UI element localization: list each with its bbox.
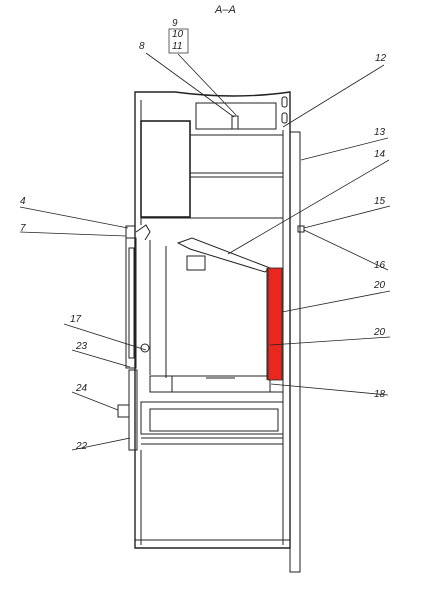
callout-23: 23 bbox=[75, 341, 88, 352]
highlighted-refractory-brick bbox=[267, 267, 283, 381]
leader-23 bbox=[71, 349, 131, 368]
callout-15: 15 bbox=[374, 196, 386, 207]
leader-11 bbox=[177, 53, 237, 116]
leader-18 bbox=[270, 383, 389, 396]
leader-22 bbox=[71, 437, 131, 451]
callout-4: 4 bbox=[20, 196, 26, 207]
section-title: A–A bbox=[214, 4, 236, 16]
callout-18: 18 bbox=[374, 389, 386, 400]
leader-20-upper bbox=[281, 290, 391, 313]
callout-11: 11 bbox=[172, 41, 182, 52]
callout-12: 12 bbox=[375, 53, 387, 64]
callout-22: 22 bbox=[75, 441, 88, 452]
side-panel bbox=[289, 131, 301, 573]
door-glass bbox=[128, 247, 135, 359]
leader-13 bbox=[300, 137, 389, 161]
leader-12 bbox=[282, 64, 385, 128]
callout-20-upper: 20 bbox=[373, 280, 386, 291]
upper-panel bbox=[140, 120, 191, 218]
callout-8: 8 bbox=[139, 41, 145, 52]
callout-17: 17 bbox=[70, 314, 82, 325]
mounting-screw bbox=[297, 225, 305, 233]
air-valve bbox=[140, 343, 150, 353]
callout-9: 9 bbox=[172, 18, 178, 29]
leader-7 bbox=[19, 231, 127, 237]
callout-24: 24 bbox=[75, 383, 88, 394]
deflector-plate bbox=[176, 237, 271, 273]
leader-14 bbox=[227, 159, 390, 255]
leader-16 bbox=[303, 229, 389, 271]
callout-13: 13 bbox=[374, 127, 386, 138]
ash-door-knob bbox=[117, 404, 130, 418]
leader-24 bbox=[71, 391, 119, 411]
leader-4 bbox=[19, 206, 129, 229]
callout-14: 14 bbox=[374, 149, 386, 160]
ash-pan bbox=[140, 401, 284, 435]
door-handle bbox=[125, 225, 136, 239]
callout-20-lower: 20 bbox=[373, 327, 386, 338]
callout-16: 16 bbox=[374, 260, 386, 271]
flue-bolt bbox=[231, 115, 239, 130]
leader-20-lower bbox=[269, 336, 391, 346]
leader-8 bbox=[145, 52, 235, 118]
callout-7: 7 bbox=[20, 223, 26, 234]
leader-17 bbox=[63, 323, 147, 351]
leader-15 bbox=[303, 205, 391, 229]
deflector-bracket bbox=[186, 255, 206, 271]
callout-10: 10 bbox=[172, 29, 184, 40]
